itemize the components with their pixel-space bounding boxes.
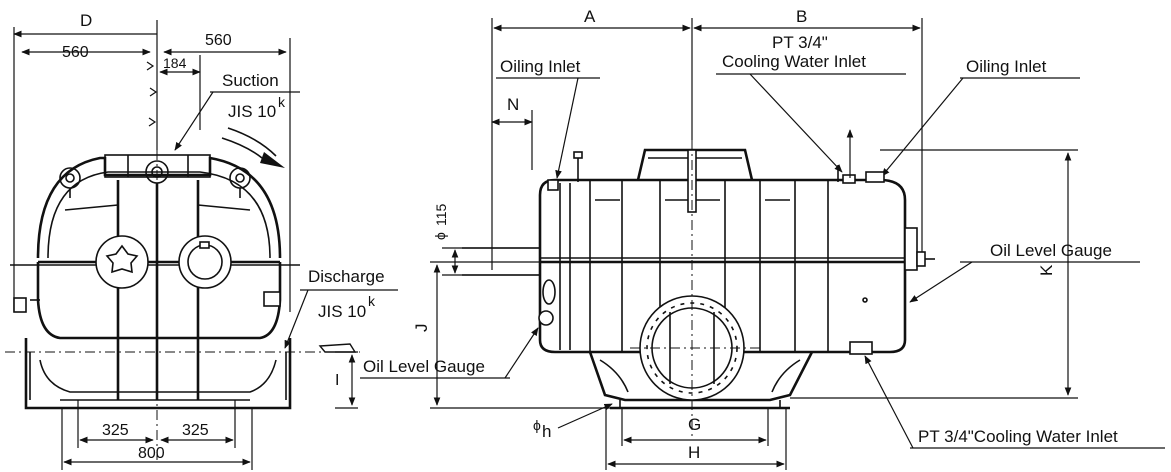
label-pt34-cooling-bottom: PT 3/4"Cooling Water Inlet xyxy=(918,427,1118,446)
label-cooling-water-inlet-top: Cooling Water Inlet xyxy=(722,52,866,71)
dim-phi115: 115 xyxy=(433,203,449,226)
side-view: A B Oiling Inlet PT 3/4" Cooling Water I… xyxy=(412,7,1165,470)
dim-560-left: 560 xyxy=(62,44,89,61)
label-oil-level-gauge-left: Oil Level Gauge xyxy=(363,357,485,376)
label-suction-sup: k xyxy=(278,94,286,110)
dim-325-right: 325 xyxy=(182,422,209,439)
dim-B: B xyxy=(796,7,807,26)
dim-I: I xyxy=(335,372,339,389)
label-discharge: Discharge xyxy=(308,267,385,286)
dim-325-left: 325 xyxy=(102,422,129,439)
end-view: D 560 560 184 Suction JIS 10 k xyxy=(5,11,539,470)
dim-G: G xyxy=(688,415,701,434)
dim-A: A xyxy=(584,7,596,26)
label-oiling-inlet-left: Oiling Inlet xyxy=(500,57,581,76)
dim-phi-h-symbol: ϕ xyxy=(533,417,541,433)
label-suction-std: JIS 10 xyxy=(228,102,276,121)
label-pt34-top: PT 3/4" xyxy=(772,33,828,52)
dim-K: K xyxy=(1037,264,1056,276)
dim-184: 184 xyxy=(163,55,187,71)
dim-phi-h: h xyxy=(542,422,551,441)
dim-800: 800 xyxy=(138,445,165,462)
label-suction: Suction xyxy=(222,71,279,90)
label-discharge-std: JIS 10 xyxy=(318,302,366,321)
dim-N: N xyxy=(507,95,519,114)
label-oiling-inlet-right: Oiling Inlet xyxy=(966,57,1047,76)
dim-phi115-symbol: ϕ xyxy=(432,232,448,240)
label-oil-level-gauge-right: Oil Level Gauge xyxy=(990,241,1112,260)
label-discharge-sup: k xyxy=(368,293,376,309)
dim-560-right: 560 xyxy=(205,32,232,49)
dim-J: J xyxy=(412,324,431,333)
dim-H: H xyxy=(688,443,700,462)
dim-D: D xyxy=(80,11,92,30)
